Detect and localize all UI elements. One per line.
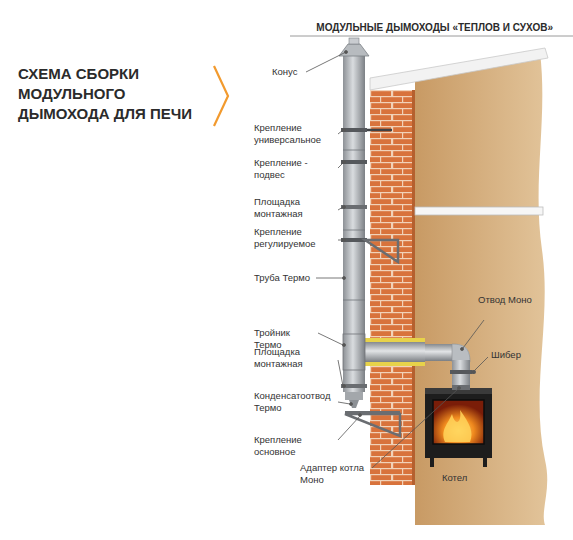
header-text: МОДУЛЬНЫЕ ДЫМОХОДЫ «ТЕПЛОВ И СУХОВ» xyxy=(285,22,553,34)
part-name: Труба Термо xyxy=(254,272,316,284)
part-name: Крепление - подвес xyxy=(254,157,336,181)
part-name: Крепление основное xyxy=(254,434,336,458)
part-name: Котел xyxy=(442,472,492,484)
diagram-title: СХЕМА СБОРКИ МОДУЛЬНОГО ДЫМОХОДА ДЛЯ ПЕЧ… xyxy=(18,64,218,124)
part-name: Крепление регулируемое xyxy=(254,226,336,250)
part-name: Адаптер котла Моно xyxy=(300,462,372,486)
part-name: Крепление универсальное xyxy=(254,122,336,146)
part-name: Конус xyxy=(272,66,312,78)
part-name: Отвод Моно xyxy=(478,294,538,306)
part-name: Площадка монтажная xyxy=(254,346,336,370)
part-name: Конденсатоотвод Термо xyxy=(254,390,338,414)
part-name: Площадка монтажная xyxy=(254,196,336,220)
part-name: Шибер xyxy=(491,349,541,361)
